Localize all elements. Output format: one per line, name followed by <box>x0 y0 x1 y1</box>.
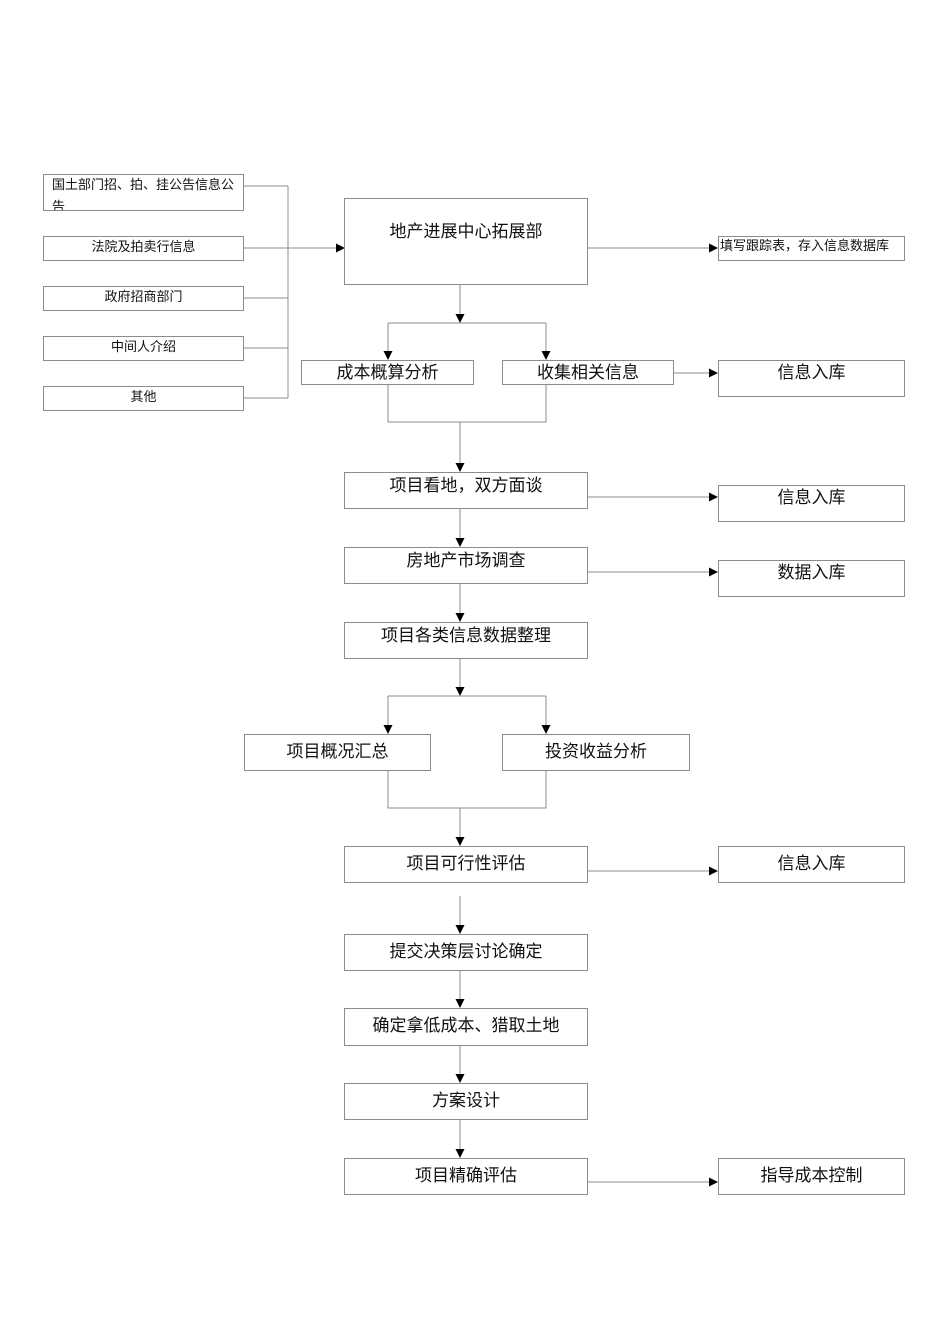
arrow-to-info-db-2 <box>709 492 718 502</box>
connector-split-2 <box>387 695 547 725</box>
center-expansion-dept: 地产进展中心拓展部 <box>344 198 588 285</box>
connector-split-1 <box>387 322 547 351</box>
source-land-bureau: 国土部门招、拍、挂公告信息公告 <box>43 174 244 211</box>
investment-return-analysis: 投资收益分析 <box>502 734 690 771</box>
connector-merge-2 <box>387 771 547 837</box>
arrow-to-collect-info <box>541 351 551 360</box>
guide-cost-control: 指导成本控制 <box>718 1158 905 1195</box>
project-overview-summary: 项目概况汇总 <box>244 734 431 771</box>
submit-decision-layer: 提交决策层讨论确定 <box>344 934 588 971</box>
project-data-organize: 项目各类信息数据整理 <box>344 622 588 659</box>
info-db-box-1: 信息入库 <box>718 360 905 397</box>
arrow-to-data-organize <box>455 613 465 622</box>
arrow-to-tracking <box>709 243 718 253</box>
arrow-to-decision <box>455 925 465 934</box>
project-precise-eval: 项目精确评估 <box>344 1158 588 1195</box>
arrow-to-cost-control <box>709 1177 718 1187</box>
tracking-table-box: 填写跟踪表，存入信息数据库 <box>718 236 905 261</box>
arrow-to-split-2 <box>455 687 465 696</box>
real-estate-market-survey: 房地产市场调查 <box>344 547 588 584</box>
arrow-to-center <box>336 243 345 253</box>
project-feasibility-eval: 项目可行性评估 <box>344 846 588 883</box>
arrow-to-site-visit <box>455 463 465 472</box>
collect-related-info: 收集相关信息 <box>502 360 674 385</box>
arrow-to-feasibility <box>455 837 465 846</box>
source-court-auction: 法院及拍卖行信息 <box>43 236 244 261</box>
data-db-box: 数据入库 <box>718 560 905 597</box>
cost-estimate-analysis: 成本概算分析 <box>301 360 474 385</box>
source-intermediary: 中间人介绍 <box>43 336 244 361</box>
arrow-to-data-db <box>709 567 718 577</box>
arrow-to-cost-estimate <box>383 351 393 360</box>
source-investment-dept: 政府招商部门 <box>43 286 244 311</box>
scheme-design: 方案设计 <box>344 1083 588 1120</box>
site-visit-meeting: 项目看地，双方面谈 <box>344 472 588 509</box>
arrow-to-acquire <box>455 999 465 1008</box>
acquire-land-low-cost: 确定拿低成本、猎取土地 <box>344 1008 588 1046</box>
arrow-to-investment <box>541 725 551 734</box>
source-other: 其他 <box>43 386 244 411</box>
connector-merge-1 <box>387 385 547 463</box>
arrow-to-info-db-3 <box>709 866 718 876</box>
arrow-to-precise-eval <box>455 1149 465 1158</box>
info-db-box-3: 信息入库 <box>718 846 905 883</box>
arrow-to-overview <box>383 725 393 734</box>
arrow-to-design <box>455 1074 465 1083</box>
arrow-to-info-db-1 <box>709 368 718 378</box>
info-db-box-2: 信息入库 <box>718 485 905 522</box>
arrow-to-split-1 <box>455 314 465 323</box>
arrow-to-market-survey <box>455 538 465 547</box>
